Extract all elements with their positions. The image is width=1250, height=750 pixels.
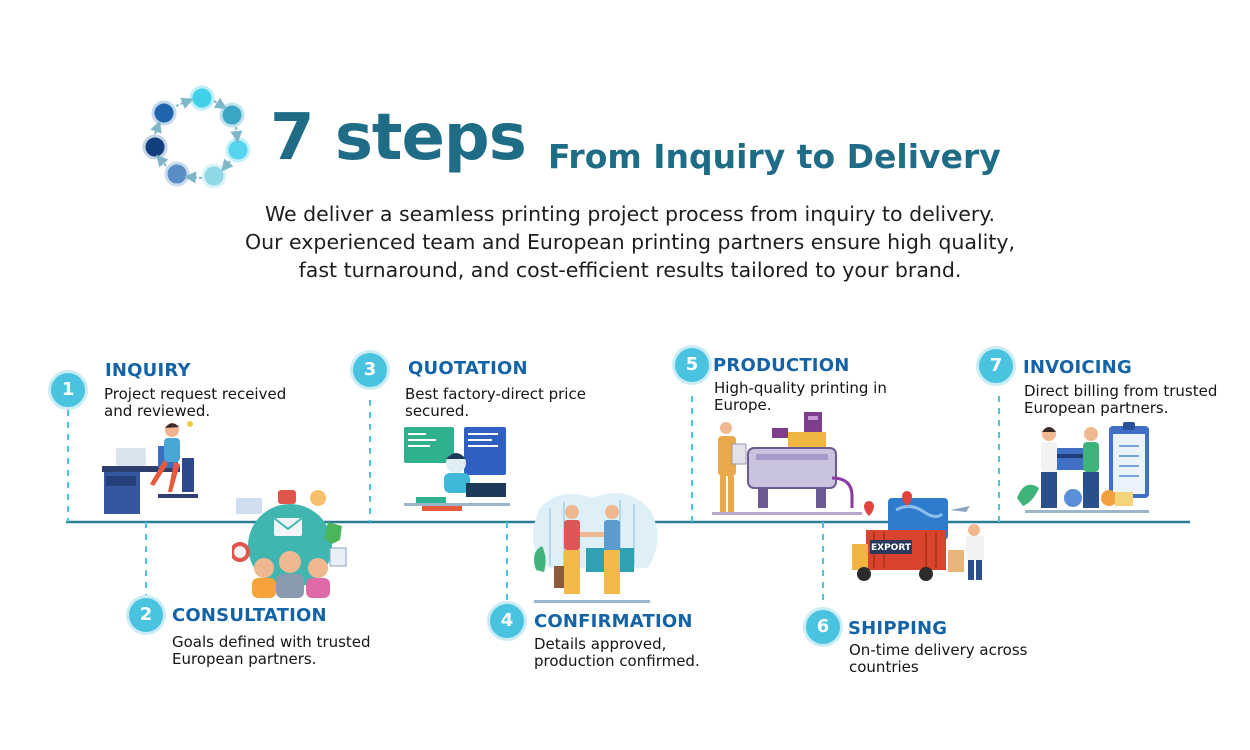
step-2-desc-line: European partners. (172, 650, 317, 668)
office-worker-illustration (102, 421, 198, 514)
intro-line: We deliver a seamless printing project p… (264, 202, 996, 226)
step-1-desc: Project request received and reviewed. (104, 386, 286, 420)
step-7-desc-line: Direct billing from trusted (1024, 382, 1218, 400)
step-5-desc-line: High-quality printing in (714, 379, 887, 397)
step-3-desc-line: Best factory-direct price (405, 385, 586, 403)
step-6-desc: On-time delivery across countries (849, 642, 1027, 676)
step-1-desc-line: and reviewed. (104, 402, 211, 420)
step-2-title: CONSULTATION (172, 605, 327, 626)
step-6-badge: 6 (806, 610, 840, 644)
step-6-desc-line: On-time delivery across (849, 641, 1028, 659)
step-4-desc-line: Details approved, (534, 635, 667, 653)
step-7-title: INVOICING (1023, 357, 1132, 378)
support-team-illustration (232, 490, 347, 598)
step-7-desc: Direct billing from trusted European par… (1024, 383, 1217, 417)
intro-paragraph: We deliver a seamless printing project p… (150, 200, 1110, 284)
step-7-desc-line: European partners. (1024, 399, 1169, 417)
step-5-title: PRODUCTION (713, 355, 850, 376)
step-3-desc-line: secured. (405, 402, 470, 420)
invoicing-illustration (1017, 422, 1149, 513)
step-4-desc: Details approved, production confirmed. (534, 636, 700, 670)
step-6-title: SHIPPING (848, 618, 948, 639)
step-3-desc: Best factory-direct price secured. (405, 386, 586, 420)
step-3-title: QUOTATION (408, 358, 528, 379)
title-number: 7 steps (270, 101, 527, 175)
step-4-badge: 4 (490, 604, 524, 638)
step-2-desc-line: Goals defined with trusted (172, 633, 371, 651)
step-5-desc: High-quality printing in Europe. (714, 380, 887, 414)
step-2-badge: 2 (129, 598, 163, 632)
printing-press-illustration (712, 412, 862, 515)
intro-line: fast turnaround, and cost-efficient resu… (298, 258, 962, 282)
step-1-badge: 1 (51, 373, 85, 407)
title-subtitle: From Inquiry to Delivery (548, 137, 1001, 176)
step-3-badge: 3 (353, 353, 387, 387)
step-6-desc-line: countries (849, 658, 919, 676)
truck-label: EXPORT (871, 543, 912, 553)
step-4-desc-line: production confirmed. (534, 652, 700, 670)
step-5-badge: 5 (675, 348, 709, 382)
step-7-badge: 7 (979, 349, 1013, 383)
process-cycle-logo (142, 85, 251, 189)
step-2-desc: Goals defined with trusted European part… (172, 634, 371, 668)
intro-line: Our experienced team and European printi… (244, 230, 1016, 254)
shipping-truck-illustration: EXPORT (852, 491, 984, 581)
quotation-illustration (404, 427, 510, 511)
step-1-title: INQUIRY (105, 360, 191, 381)
handshake-illustration (532, 493, 658, 603)
step-5-desc-line: Europe. (714, 396, 772, 414)
step-1-desc-line: Project request received (104, 385, 287, 403)
step-4-title: CONFIRMATION (534, 611, 693, 632)
